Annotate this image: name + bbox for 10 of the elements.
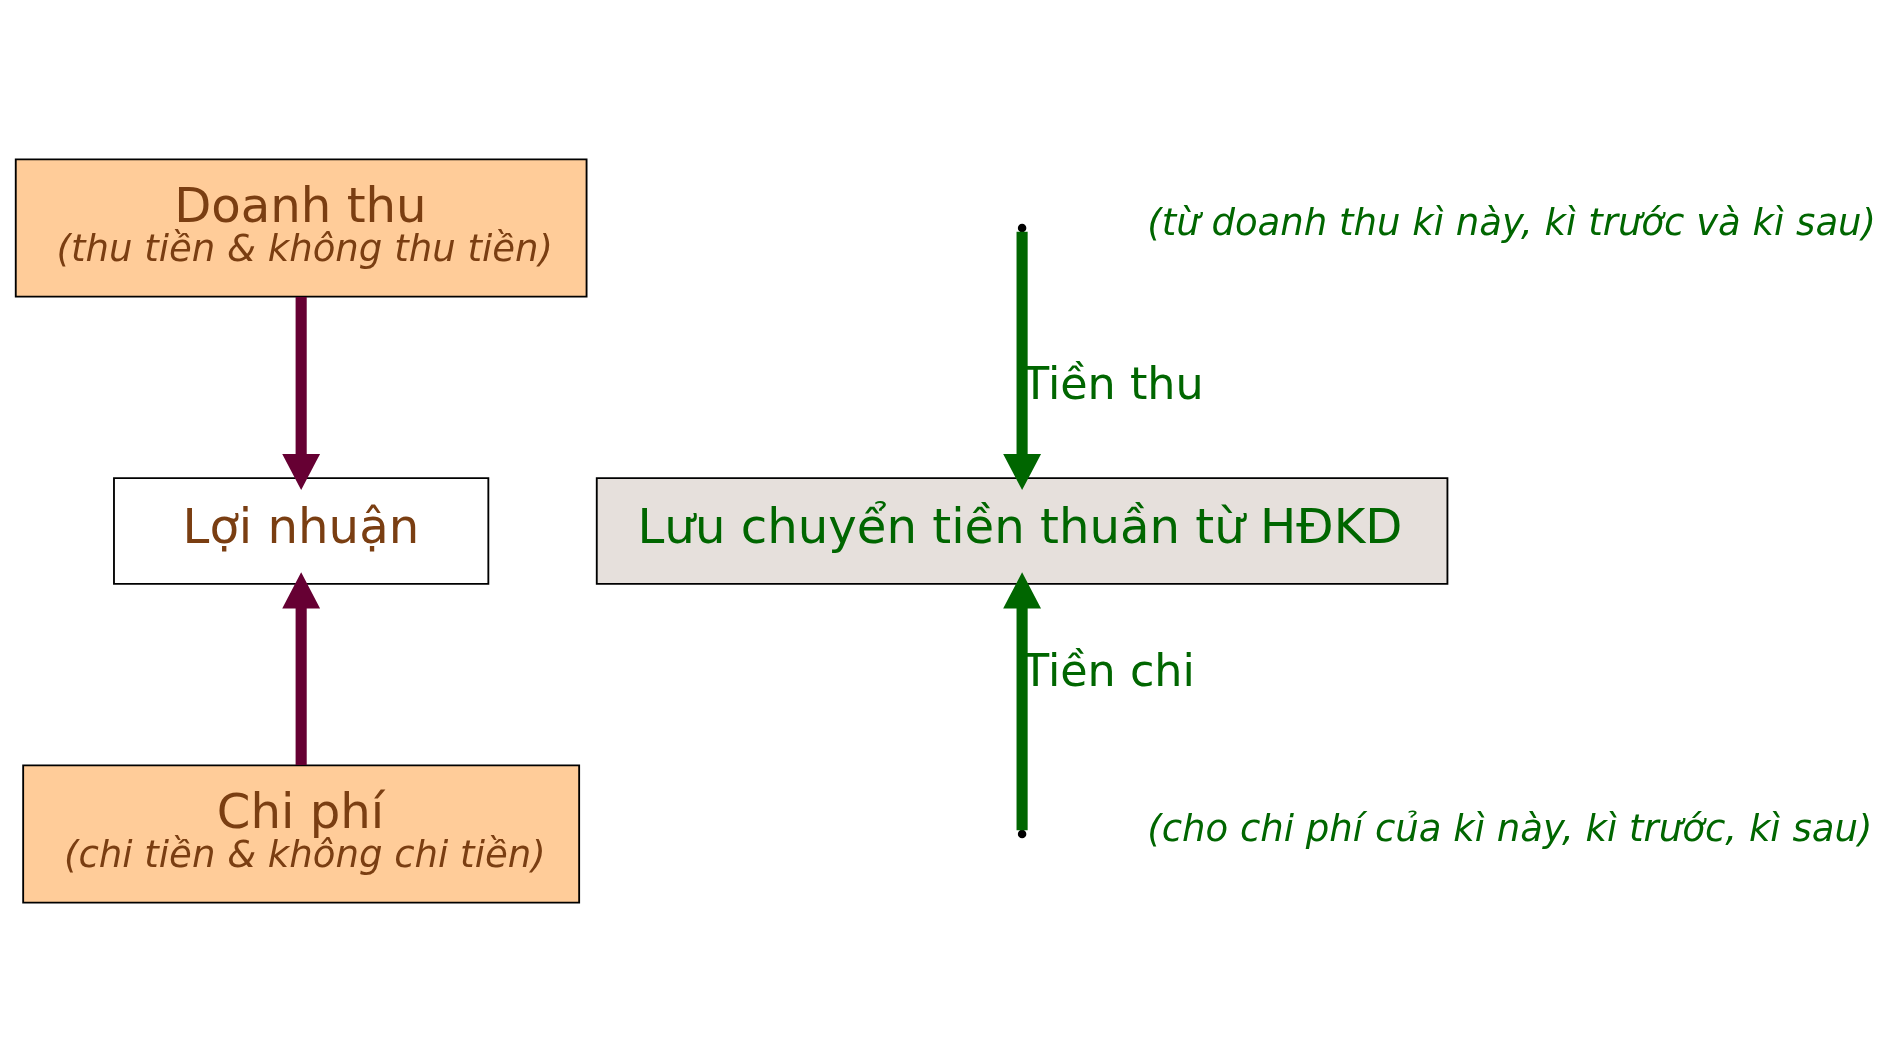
node-box: Lưu chuyển tiền thuần từ HĐKD [595,476,1449,585]
arrow [1003,571,1042,830]
arrow [282,296,321,490]
label: (từ doanh thu kì này, kì trước và kì sau) [1147,200,1877,244]
arrow [1003,231,1042,490]
label: (cho chi phí của kì này, kì trước, kì sau) [1147,806,1873,850]
node-box: Lợi nhuận [113,476,490,585]
node-box: Doanh thu (thu tiền & không thu tiền) [14,158,588,297]
arrow [282,571,321,765]
node-box: Chi phí (chi tiền & không chi tiền) [22,764,581,903]
